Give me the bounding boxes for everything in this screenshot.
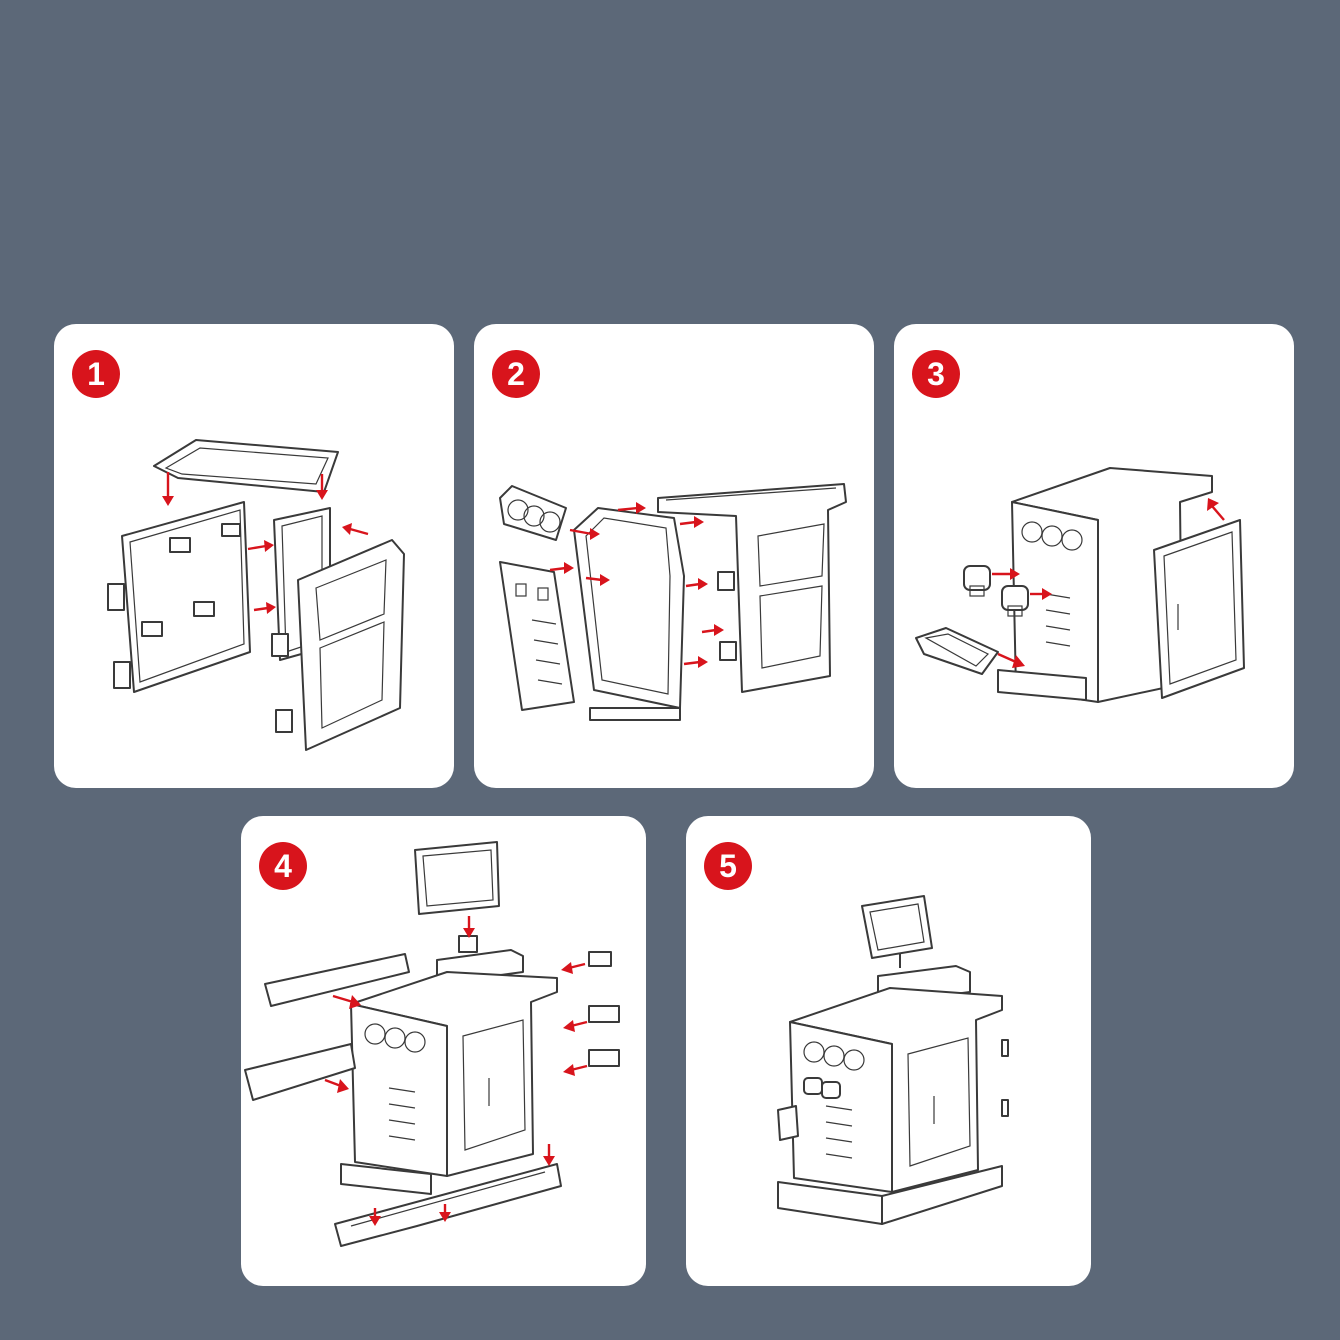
arrow-door xyxy=(1207,498,1225,521)
display-screen-part xyxy=(414,841,500,915)
arrow-left xyxy=(342,523,369,536)
top-lid-part xyxy=(153,439,339,493)
step-1-badge: 1 xyxy=(72,350,120,398)
side-door-part xyxy=(1153,519,1245,699)
right-parts xyxy=(588,951,620,1067)
front-panel-part xyxy=(499,561,575,711)
step-5-illustration xyxy=(777,895,1009,1225)
step-5-panel: 5 xyxy=(686,816,1091,1286)
arrow-side-1 xyxy=(685,578,708,590)
arrow-brew-2 xyxy=(1030,588,1052,600)
base-tray-part xyxy=(334,1163,562,1247)
step-1-panel: 1 xyxy=(54,324,454,788)
main-body-part xyxy=(657,483,847,693)
display-screen-part xyxy=(861,895,933,968)
left-tray-upper xyxy=(264,953,410,1007)
arrow-tray xyxy=(997,652,1025,668)
arrow-base-2 xyxy=(439,1204,451,1222)
step-2-illustration xyxy=(499,483,847,721)
arrow-top-2 xyxy=(679,516,704,528)
inner-frame-part xyxy=(573,507,685,721)
back-panel-part xyxy=(107,501,251,693)
step-3-badge: 3 xyxy=(912,350,960,398)
machine-body-part xyxy=(340,971,558,1195)
brew-unit-1 xyxy=(963,565,991,597)
step-2-badge: 2 xyxy=(492,350,540,398)
brew-unit-2 xyxy=(1001,585,1029,617)
arrow-down-left xyxy=(162,472,174,506)
arrow-screen xyxy=(463,916,475,938)
gauge-bezel-part xyxy=(499,485,567,541)
arrow-side-2 xyxy=(683,656,708,668)
step-3-panel: 3 xyxy=(894,324,1294,788)
arrow-side-3 xyxy=(701,624,724,636)
step-4-illustration xyxy=(244,841,620,1247)
step-4-panel: 4 xyxy=(241,816,646,1286)
arrow-front-1 xyxy=(549,562,574,574)
arrow-right-upper xyxy=(247,540,274,552)
arrow-base-1 xyxy=(369,1208,381,1226)
arrow-right-1 xyxy=(561,962,586,974)
arrow-down-right xyxy=(316,474,328,500)
side-panel-part xyxy=(271,539,405,751)
arrow-brew-1 xyxy=(992,568,1020,580)
arrow-front-2 xyxy=(585,574,610,586)
arrow-right-3 xyxy=(563,1064,588,1076)
arrow-bezel xyxy=(569,528,600,540)
arrow-right-lower xyxy=(253,602,276,614)
step-5-badge: 5 xyxy=(704,842,752,890)
arrow-left-lower xyxy=(324,1078,349,1093)
arrow-base-3 xyxy=(543,1144,555,1166)
arrow-right-2 xyxy=(563,1020,588,1032)
arrow-left-upper xyxy=(332,994,361,1009)
machine-body-part xyxy=(777,987,1009,1225)
arrow-top-1 xyxy=(617,502,646,514)
step-2-panel: 2 xyxy=(474,324,874,788)
left-tray-lower xyxy=(244,1043,356,1101)
step-1-illustration xyxy=(107,439,405,751)
step-4-badge: 4 xyxy=(259,842,307,890)
drip-tray-part xyxy=(915,627,999,675)
step-3-illustration xyxy=(915,467,1245,703)
